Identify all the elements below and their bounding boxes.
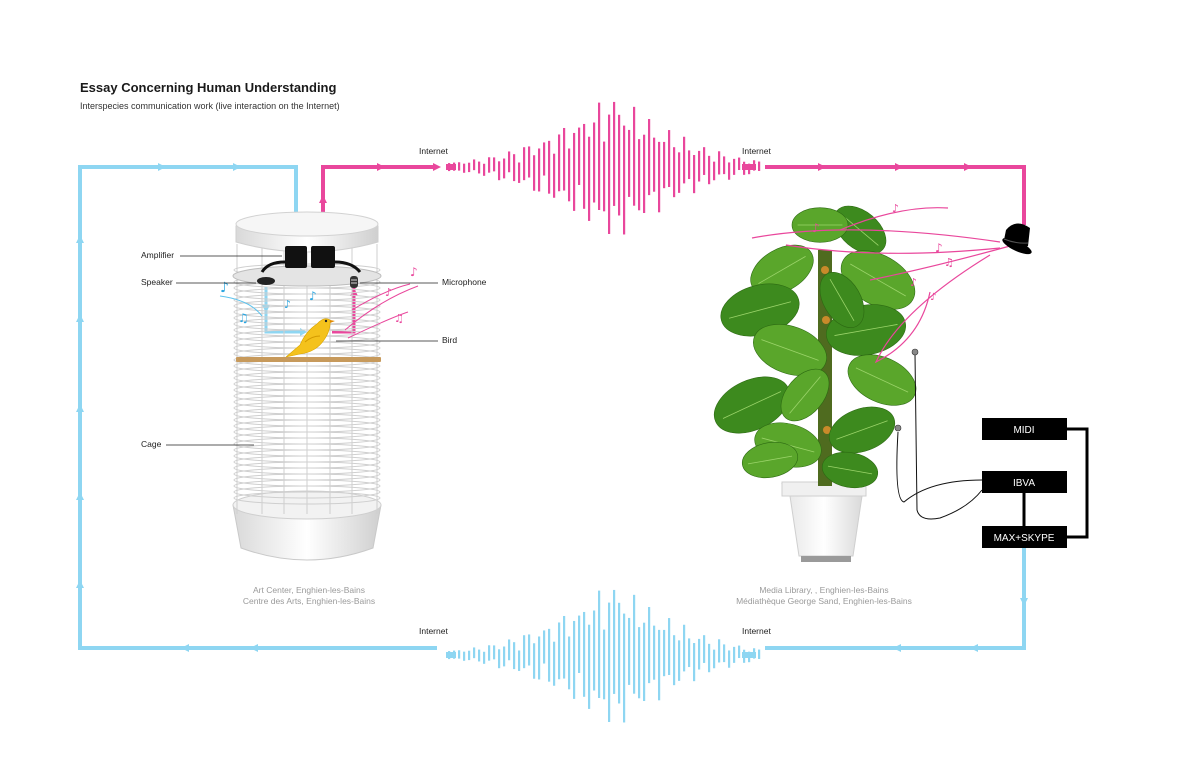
hat-speaker-icon: [1002, 223, 1032, 255]
internet-label-top-left: Internet: [419, 146, 448, 156]
location-left-line1: Art Center, Enghien-les-Bains: [253, 585, 365, 595]
music-notes-plant: ♪ ♪ ♪ ♫ ♪ ♪: [812, 202, 954, 303]
location-left-line2: Centre des Arts, Enghien-les-Bains: [243, 596, 375, 606]
svg-text:♫: ♫: [944, 256, 954, 269]
svg-text:♫: ♫: [394, 312, 404, 325]
amplifier-icon: [260, 246, 362, 273]
page-title: Essay Concerning Human Understanding: [80, 80, 337, 95]
plant: [713, 205, 917, 562]
music-notes-pink: ♪ ♪ ♫: [344, 265, 419, 339]
device-chain: [982, 418, 1089, 548]
ibva-box: IBVA: [1013, 478, 1035, 489]
svg-text:♪: ♪: [220, 280, 229, 296]
pink-waveform: [446, 101, 761, 235]
svg-text:♪: ♪: [910, 276, 917, 289]
music-notes-blue: ♪ ♫ ♪ ♪: [219, 280, 317, 325]
location-right-line2: Médiathèque George Sand, Enghien-les-Bai…: [736, 596, 912, 606]
svg-text:♫: ♫: [238, 311, 249, 325]
svg-text:♪: ♪: [812, 221, 820, 235]
label-speaker: Speaker: [141, 277, 173, 287]
svg-text:♪: ♪: [892, 202, 899, 215]
internet-label-bottom-left: Internet: [419, 626, 448, 636]
svg-text:♪: ♪: [284, 298, 291, 311]
sensor-wires: [896, 353, 983, 520]
svg-text:♪: ♪: [410, 265, 418, 279]
svg-text:♪: ♪: [385, 286, 392, 299]
svg-text:♪: ♪: [935, 241, 943, 255]
pink-signal-loop: [319, 163, 1026, 334]
microphone-icon: [350, 276, 358, 288]
blue-signal-loop: [76, 163, 1028, 652]
svg-text:♪: ♪: [309, 289, 317, 303]
bird-icon: [285, 318, 335, 358]
internet-label-top-right: Internet: [742, 146, 771, 156]
svg-text:♪: ♪: [930, 292, 936, 303]
label-amplifier: Amplifier: [141, 250, 174, 260]
sound-waves-plant: [751, 207, 1011, 364]
page-subtitle: Interspecies communication work (live in…: [80, 101, 340, 111]
sensor-electrode-icon: [911, 348, 919, 356]
max-skype-box: MAX+SKYPE: [994, 533, 1055, 544]
speaker-icon: [257, 277, 275, 285]
internet-label-bottom-right: Internet: [742, 626, 771, 636]
midi-box: MIDI: [1013, 425, 1034, 436]
label-cage: Cage: [141, 439, 162, 449]
blue-waveform: [446, 589, 761, 723]
cage-callouts: [166, 255, 438, 446]
location-right-line1: Media Library, , Enghien-les-Bains: [759, 585, 888, 595]
label-bird: Bird: [442, 335, 457, 345]
bird-cage: [232, 211, 382, 561]
perch: [236, 357, 381, 362]
label-microphone: Microphone: [442, 277, 487, 287]
sensor-electrode-icon: [894, 424, 902, 432]
